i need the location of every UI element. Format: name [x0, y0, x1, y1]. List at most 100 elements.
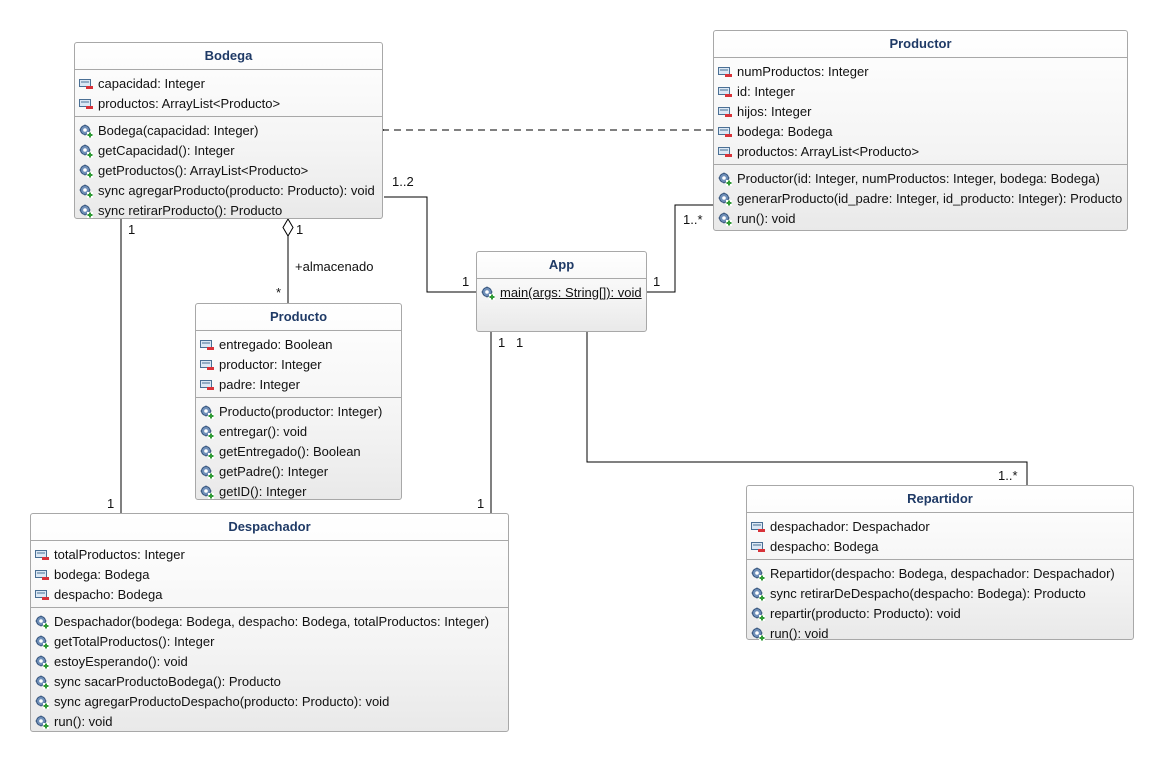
operation-text: estoyEsperando(): void	[54, 654, 188, 669]
operations-compartment: Bodega(capacidad: Integer)getCapacidad()…	[75, 117, 382, 223]
class-bodega[interactable]: Bodega capacidad: Integer productos: Array…	[74, 42, 383, 219]
operation-row[interactable]: entregar(): void	[196, 422, 401, 442]
private-field-icon	[35, 588, 50, 602]
attribute-row[interactable]: entregado: Boolean	[196, 335, 401, 355]
operation-text: Repartidor(despacho: Bodega, despachador…	[770, 566, 1115, 581]
operation-text: Productor(id: Integer, numProductos: Int…	[737, 171, 1100, 186]
public-method-icon	[751, 627, 766, 641]
operation-row[interactable]: sync retirarDeDespacho(despacho: Bodega)…	[747, 584, 1133, 604]
public-method-icon	[718, 192, 733, 206]
attribute-row[interactable]: numProductos: Integer	[714, 62, 1127, 82]
class-name: Producto	[196, 304, 401, 331]
operation-text: getTotalProductos(): Integer	[54, 634, 215, 649]
class-name: Repartidor	[747, 486, 1133, 513]
attributes-compartment: numProductos: Integer id: Integer hijos: I…	[714, 58, 1127, 165]
attribute-text: despacho: Bodega	[54, 587, 163, 602]
operation-row[interactable]: Producto(productor: Integer)	[196, 402, 401, 422]
multiplicity-bodega-producto-source: 1	[296, 222, 304, 237]
class-producto[interactable]: Producto entregado: Boolean productor: Int…	[195, 303, 402, 500]
operation-text: getEntregado(): Boolean	[219, 444, 361, 459]
multiplicity-bodega-app-target: 1	[462, 274, 470, 289]
operation-row[interactable]: getCapacidad(): Integer	[75, 141, 382, 161]
operation-text: run(): void	[770, 626, 829, 641]
operation-text: run(): void	[54, 714, 113, 729]
multiplicity-productor-app-target: 1	[653, 274, 661, 289]
operation-row[interactable]: Despachador(bodega: Bodega, despacho: Bo…	[31, 612, 508, 632]
attribute-row[interactable]: hijos: Integer	[714, 102, 1127, 122]
operation-text: getProductos(): ArrayList<Producto>	[98, 163, 309, 178]
operation-row[interactable]: main(args: String[]): void	[477, 283, 646, 303]
class-app[interactable]: App main(args: String[]): void	[476, 251, 647, 332]
operation-row[interactable]: sync agregarProductoDespacho(producto: P…	[31, 692, 508, 712]
attribute-row[interactable]: despacho: Bodega	[747, 537, 1133, 557]
operation-row[interactable]: sync sacarProductoBodega(): Producto	[31, 672, 508, 692]
operation-row[interactable]: getTotalProductos(): Integer	[31, 632, 508, 652]
class-despachador[interactable]: Despachador totalProductos: Integer bodega…	[30, 513, 509, 732]
attribute-row[interactable]: id: Integer	[714, 82, 1127, 102]
operation-text: Despachador(bodega: Bodega, despacho: Bo…	[54, 614, 490, 629]
attribute-text: bodega: Bodega	[737, 124, 833, 139]
operation-row[interactable]: Productor(id: Integer, numProductos: Int…	[714, 169, 1127, 189]
operation-row[interactable]: run(): void	[714, 209, 1127, 229]
association-app-productor[interactable]	[646, 204, 713, 293]
public-method-icon	[35, 675, 50, 689]
attribute-text: despachador: Despachador	[770, 519, 930, 534]
operations-compartment: Repartidor(despacho: Bodega, despachador…	[747, 560, 1133, 646]
operations-compartment: Despachador(bodega: Bodega, despacho: Bo…	[31, 608, 508, 734]
attribute-row[interactable]: totalProductos: Integer	[31, 545, 508, 565]
operation-row[interactable]: repartir(producto: Producto): void	[747, 604, 1133, 624]
operation-text: run(): void	[737, 211, 796, 226]
operation-row[interactable]: Repartidor(despacho: Bodega, despachador…	[747, 564, 1133, 584]
attribute-text: hijos: Integer	[737, 104, 812, 119]
attribute-row[interactable]: despachador: Despachador	[747, 517, 1133, 537]
private-field-icon	[200, 338, 215, 352]
class-name: App	[477, 252, 646, 279]
public-method-icon	[751, 587, 766, 601]
public-method-icon	[200, 445, 215, 459]
private-field-icon	[718, 65, 733, 79]
operation-row[interactable]: run(): void	[747, 624, 1133, 644]
public-method-icon	[718, 172, 733, 186]
operation-row[interactable]: getProductos(): ArrayList<Producto>	[75, 161, 382, 181]
public-method-icon	[35, 695, 50, 709]
association-app-repartidor[interactable]	[586, 331, 1028, 486]
attribute-row[interactable]: bodega: Bodega	[31, 565, 508, 585]
public-method-icon	[35, 615, 50, 629]
operation-row[interactable]: estoyEsperando(): void	[31, 652, 508, 672]
attribute-row[interactable]: capacidad: Integer	[75, 74, 382, 94]
association-bodega-app[interactable]	[384, 196, 477, 293]
operation-row[interactable]: generarProducto(id_padre: Integer, id_pr…	[714, 189, 1127, 209]
operations-compartment: Producto(productor: Integer)entregar(): …	[196, 398, 401, 504]
operation-row[interactable]: getPadre(): Integer	[196, 462, 401, 482]
attribute-row[interactable]: productor: Integer	[196, 355, 401, 375]
attribute-row[interactable]: despacho: Bodega	[31, 585, 508, 605]
attribute-text: despacho: Bodega	[770, 539, 879, 554]
multiplicity-app-despachador-source: 1	[498, 335, 506, 350]
attribute-text: entregado: Boolean	[219, 337, 333, 352]
operation-row[interactable]: run(): void	[31, 712, 508, 732]
public-method-icon	[35, 655, 50, 669]
attribute-text: productos: ArrayList<Producto>	[98, 96, 281, 111]
attribute-text: padre: Integer	[219, 377, 300, 392]
attribute-text: id: Integer	[737, 84, 795, 99]
operation-text: generarProducto(id_padre: Integer, id_pr…	[737, 191, 1123, 206]
operation-row[interactable]: Bodega(capacidad: Integer)	[75, 121, 382, 141]
multiplicity-app-repartidor-target: 1..*	[998, 468, 1018, 483]
class-repartidor[interactable]: Repartidor despachador: Despachador despac…	[746, 485, 1134, 641]
class-name: Despachador	[31, 514, 508, 541]
public-method-icon	[200, 405, 215, 419]
operations-compartment: Productor(id: Integer, numProductos: Int…	[714, 165, 1127, 231]
attributes-compartment: entregado: Boolean productor: Integer padr…	[196, 331, 401, 398]
attribute-row[interactable]: bodega: Bodega	[714, 122, 1127, 142]
operation-row[interactable]: getID(): Integer	[196, 482, 401, 502]
attribute-row[interactable]: productos: ArrayList<Producto>	[75, 94, 382, 114]
private-field-icon	[79, 77, 94, 91]
class-name: Bodega	[75, 43, 382, 70]
attribute-text: bodega: Bodega	[54, 567, 150, 582]
attribute-row[interactable]: padre: Integer	[196, 375, 401, 395]
operation-row[interactable]: sync agregarProducto(producto: Producto)…	[75, 181, 382, 201]
operation-row[interactable]: sync retirarProducto(): Producto	[75, 201, 382, 221]
attribute-row[interactable]: productos: ArrayList<Producto>	[714, 142, 1127, 162]
operation-row[interactable]: getEntregado(): Boolean	[196, 442, 401, 462]
